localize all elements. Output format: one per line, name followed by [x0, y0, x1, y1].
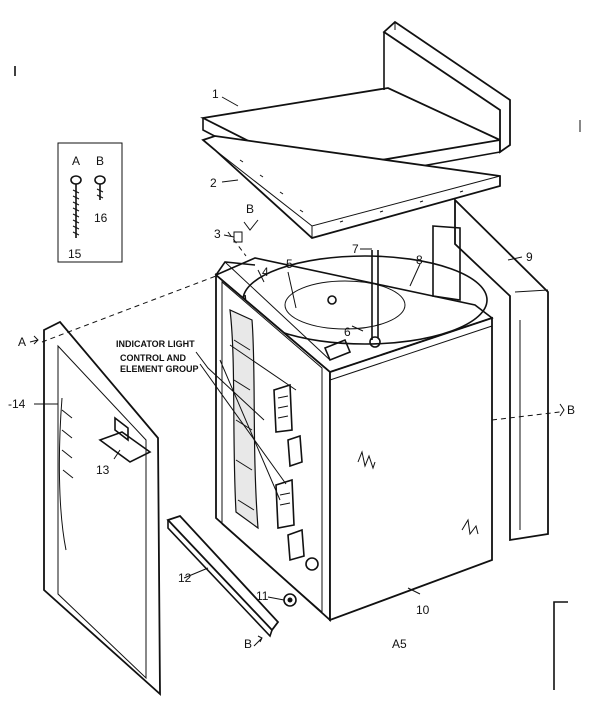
parts-key-a-label: A: [72, 154, 80, 168]
annotation-notes: INDICATOR LIGHT CONTROL AND ELEMENT GROU…: [116, 339, 199, 374]
callout-5: 5: [286, 257, 293, 271]
marker-b-top-arrow-icon: [243, 219, 259, 231]
marker-b-right-arrow-icon: [559, 403, 565, 417]
callout-11: 11: [256, 589, 269, 603]
marker-b-bottom: B: [244, 637, 252, 651]
top-insulation-part-2: [201, 135, 501, 239]
note-indicator-light: INDICATOR LIGHT: [116, 339, 195, 349]
cabinet-body: [214, 250, 494, 623]
screw-b-thread: [96, 188, 104, 199]
letter-markers: B A B B: [18, 202, 575, 651]
callout-14: -14: [8, 397, 26, 411]
callout-12: 12: [178, 571, 192, 585]
callout-3: 3: [214, 227, 221, 241]
callout-2: 2: [210, 176, 217, 190]
leader-lines: [34, 96, 523, 601]
marker-b-bottom-arrow-icon: [253, 635, 263, 647]
marker-b-top: B: [246, 202, 254, 216]
corner-bracket: [553, 601, 568, 690]
parts-key-15: 15: [68, 247, 82, 261]
marker-b-right: B: [567, 403, 575, 417]
screw-a-head-icon: [70, 175, 82, 185]
parts-key-16: 16: [94, 211, 108, 225]
marker-a-arrow-icon: [29, 335, 39, 345]
callout-13: 13: [96, 463, 110, 477]
callout-1: 1: [212, 87, 219, 101]
back-panel-part-9: [432, 197, 549, 542]
parts-key-b-label: B: [96, 154, 104, 168]
callout-numbers: 1 2 3 4 5 6 7 8 9 10 11 12 13 -14: [8, 87, 533, 617]
callout-6: 6: [344, 325, 351, 339]
parts-key-frame: [57, 142, 123, 263]
note-element-group: ELEMENT GROUP: [120, 364, 199, 374]
note-control-and: CONTROL AND: [120, 353, 186, 363]
figure-code: A5: [392, 637, 407, 651]
front-access-panel-part-14: [43, 320, 161, 697]
part-3-clip-icon: [233, 231, 243, 243]
callout-4: 4: [262, 265, 269, 279]
kick-plate-part-12: [166, 514, 280, 638]
screw-b-head-icon: [94, 175, 106, 185]
callout-8: 8: [416, 253, 423, 267]
screw-a-thread: [72, 189, 80, 236]
callout-10: 10: [416, 603, 430, 617]
marker-a-left: A: [18, 335, 26, 349]
callout-7: 7: [352, 242, 359, 256]
parts-key-box: A B 15 16: [57, 142, 123, 263]
callout-9: 9: [526, 250, 533, 264]
